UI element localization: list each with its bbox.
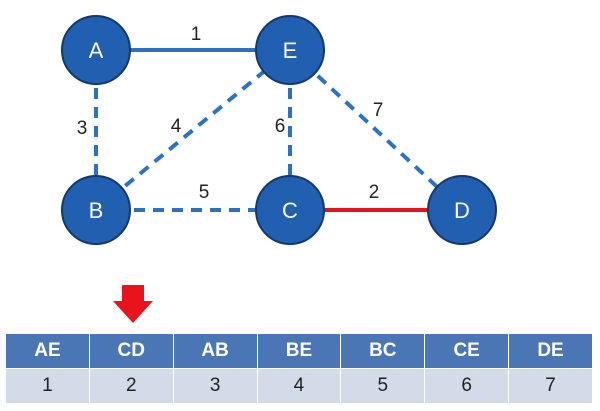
edge-weight-cell-cd: 2	[88, 368, 174, 404]
edge-weight-cell-be: 4	[256, 368, 342, 404]
edge-de	[288, 48, 464, 212]
edge-weight-label-de: 7	[373, 100, 384, 121]
node-label: C	[282, 198, 298, 223]
edge-weight-label-be: 4	[171, 116, 182, 137]
node-c: C	[255, 175, 325, 245]
node-circle	[61, 175, 131, 245]
node-d: D	[427, 175, 497, 245]
edge-header-cell-ce: CE	[424, 333, 510, 369]
node-e: E	[255, 15, 325, 85]
node-label: A	[89, 38, 104, 63]
node-circle	[61, 15, 131, 85]
edge-header-cell-ae: AE	[5, 333, 90, 369]
edge-header-cell-be: BE	[256, 333, 342, 369]
edge-weight-cell-ab: 3	[172, 368, 258, 404]
node-a: A	[61, 15, 131, 85]
node-label: E	[283, 38, 298, 63]
edge-be	[94, 48, 292, 212]
edge-weight-label-ce: 6	[275, 116, 286, 137]
edge-weight-label-cd: 2	[369, 182, 380, 203]
edge-weight-cell-de: 7	[508, 368, 593, 404]
edge-weight-label-ab: 3	[77, 118, 88, 139]
edge-header-cell-cd: CD	[88, 333, 174, 369]
node-circle	[255, 175, 325, 245]
edge-weight-label-bc: 5	[199, 182, 210, 203]
edge-header-cell-de: DE	[508, 333, 593, 369]
edge-weight-cell-ce: 6	[424, 368, 510, 404]
edge-weight-label-ae: 1	[191, 24, 202, 45]
edge-header-cell-ab: AB	[172, 333, 258, 369]
node-b: B	[61, 175, 131, 245]
node-circle	[255, 15, 325, 85]
edge-header-cell-bc: BC	[340, 333, 426, 369]
node-label: D	[454, 198, 470, 223]
edge-weight-cell-bc: 5	[340, 368, 426, 404]
edge-weight-cell-ae: 1	[5, 368, 90, 404]
node-circle	[427, 175, 497, 245]
node-label: B	[89, 198, 104, 223]
